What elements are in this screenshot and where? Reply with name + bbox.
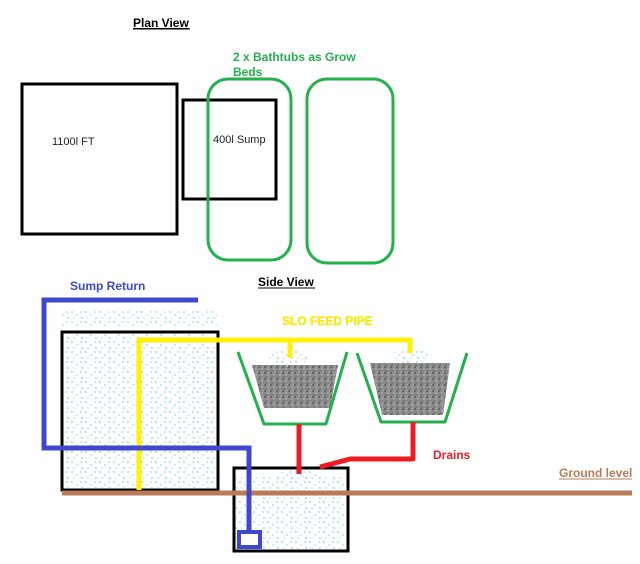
grow-bed-plan-2 (305, 77, 395, 265)
sump-inflow-splash (278, 469, 322, 483)
drains-label: Drains (433, 448, 471, 462)
sump-return-pipe (41, 297, 252, 542)
sump-side (232, 466, 350, 553)
sump-plan (181, 98, 278, 201)
grow-bed-water-2 (392, 348, 428, 364)
plan-view-title: Plan View (133, 16, 189, 30)
side-view-title: Side View (258, 275, 314, 289)
grow-bed-media-1 (252, 365, 338, 408)
ground-level-label: Ground level (559, 466, 632, 480)
slo-feed-pipe (136, 337, 413, 490)
sump-return-label: Sump Return (70, 279, 145, 293)
sump-label: 400l Sump (213, 134, 266, 146)
slo-feed-pipe-label: SLO FEED PIPE (282, 314, 373, 328)
water-spray-top (62, 310, 217, 326)
grow-bed-side-1 (236, 351, 349, 426)
sump-pump (237, 530, 262, 549)
grow-bed-plan-1 (206, 77, 293, 262)
drain-pipe-2 (319, 422, 416, 470)
grow-beds-label-line2: Beds (233, 65, 263, 79)
fish-tank-plan (20, 82, 179, 236)
fish-tank-label: 1100l FT (52, 136, 95, 148)
grow-bed-media-2 (370, 363, 450, 415)
grow-beds-label-line1: 2 x Bathtubs as Grow (233, 50, 356, 64)
